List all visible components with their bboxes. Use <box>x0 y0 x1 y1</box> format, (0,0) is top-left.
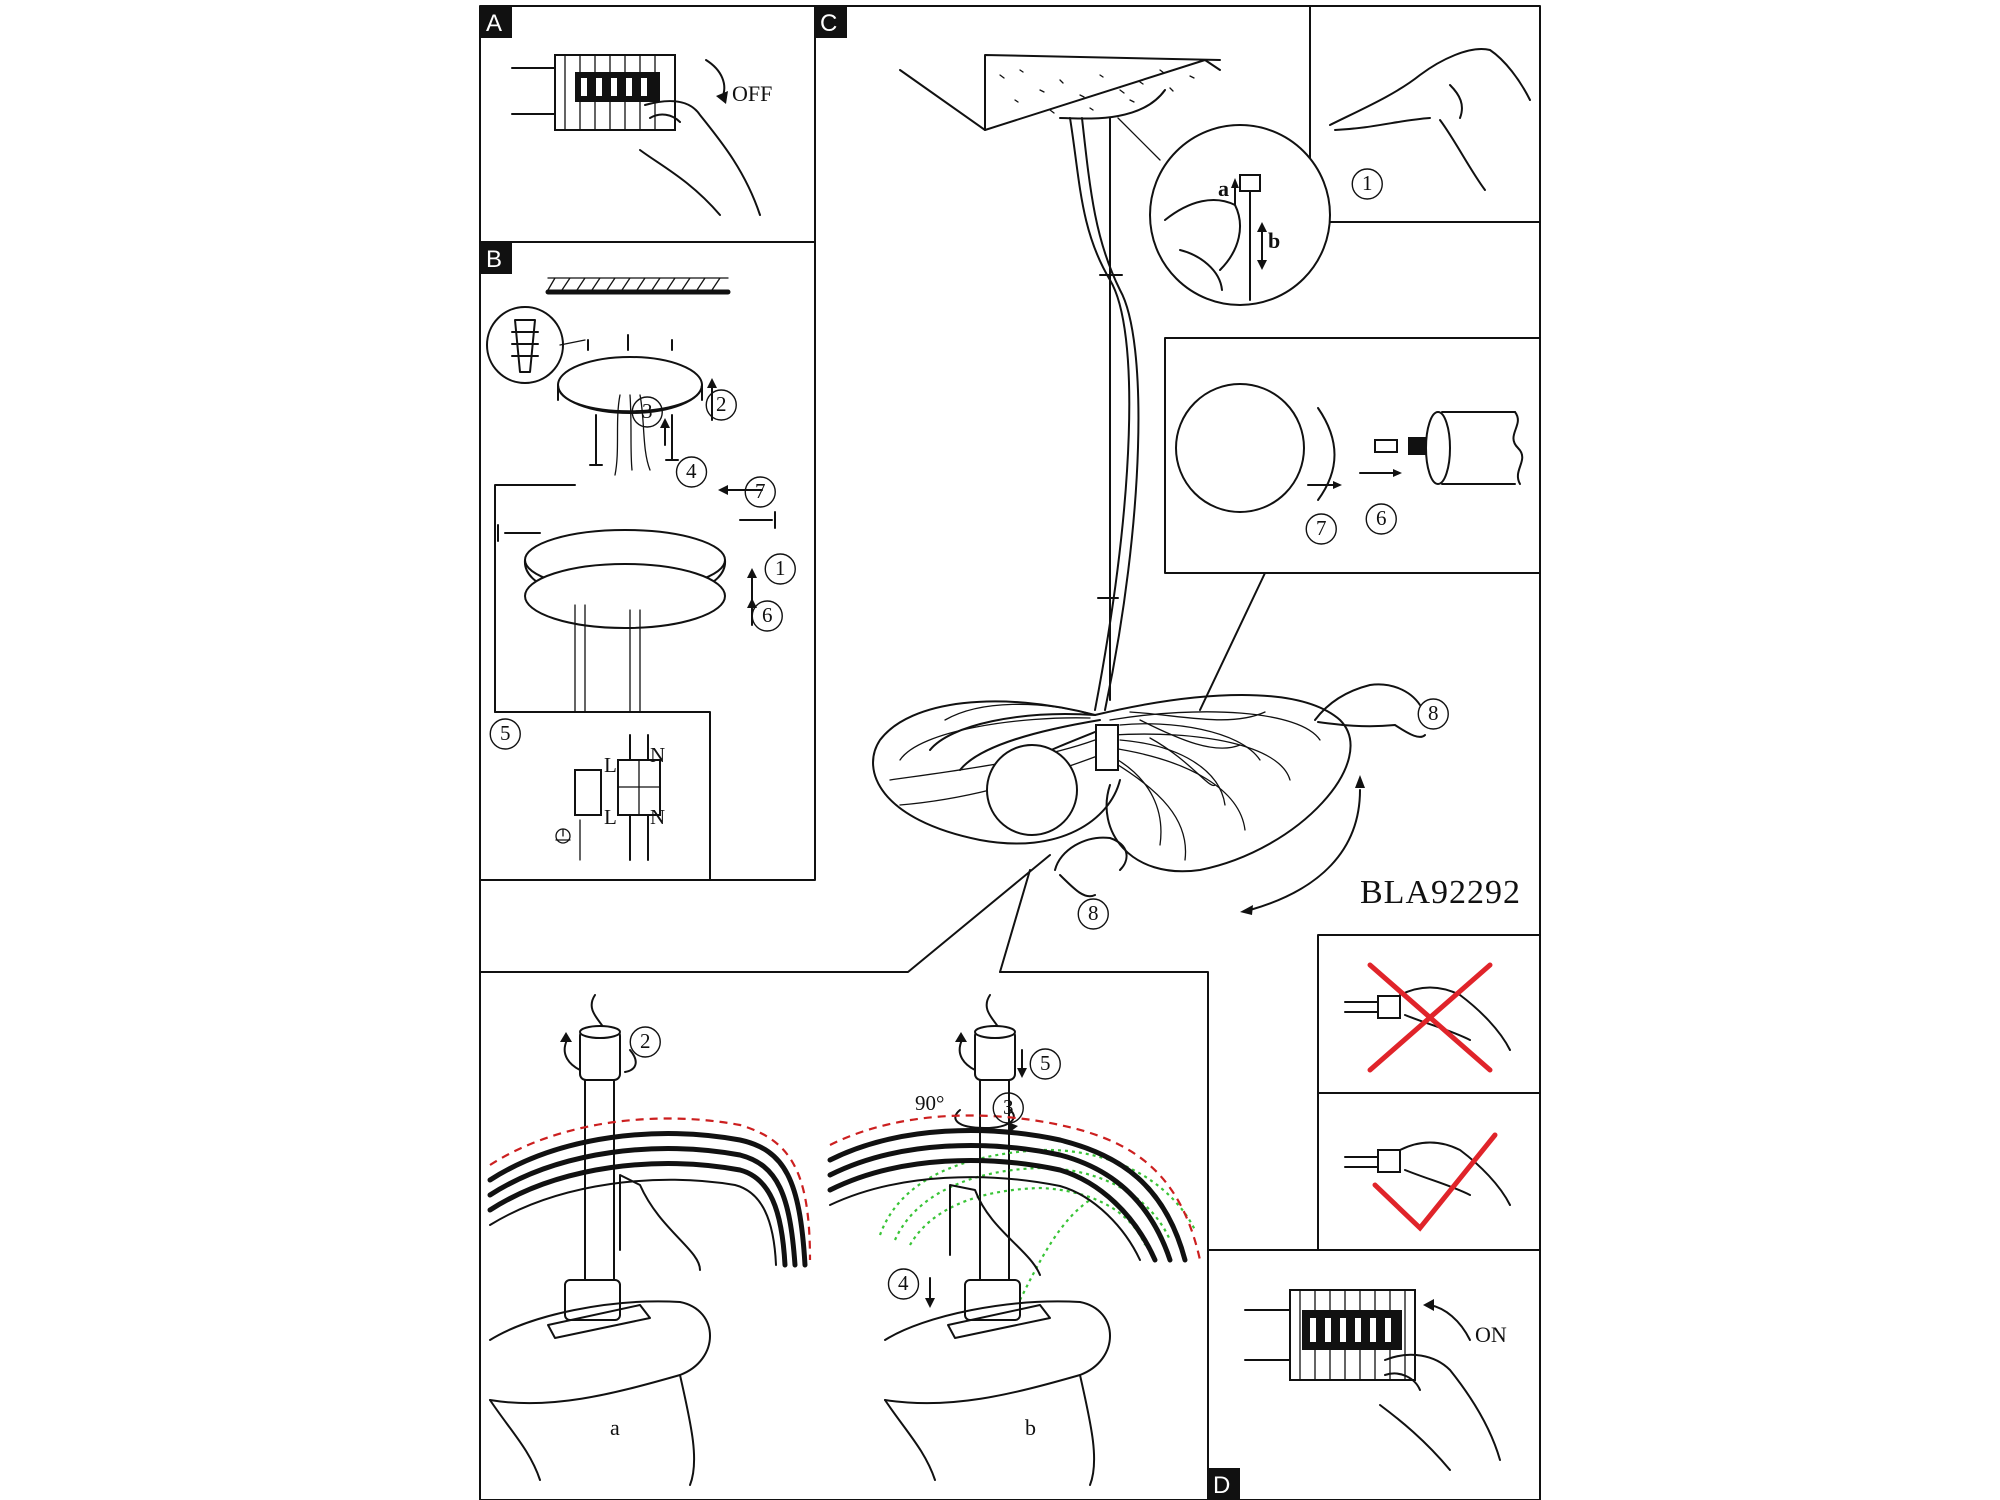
ground-icon <box>555 819 581 861</box>
step-circle <box>1305 513 1337 545</box>
b-step-1: 1 <box>775 556 786 580</box>
c-step-8-bottom: 8 <box>1088 901 1099 925</box>
b-step-4: 4 <box>686 459 697 483</box>
terminal-block-icon <box>574 734 661 861</box>
b-step-7: 7 <box>755 479 766 503</box>
step-circle <box>1365 503 1397 535</box>
cable-a-label: a <box>1218 176 1229 201</box>
model-number: BLA92292 <box>1360 874 1521 911</box>
cable-grip-detail <box>1117 117 1331 306</box>
step-circle <box>631 396 663 428</box>
tag-c: C <box>815 6 847 38</box>
off-label: OFF <box>732 81 772 106</box>
step-circle <box>629 1026 661 1058</box>
step-circle <box>887 1268 920 1300</box>
breaker-icon <box>1244 1289 1416 1381</box>
bottom-step-3: 3 <box>1003 1095 1014 1119</box>
tag-d-text: D <box>1213 1472 1230 1499</box>
step-arrows-b <box>660 378 763 626</box>
step-circle <box>764 553 796 585</box>
step-circle <box>1351 168 1383 200</box>
rotate-arrow-icon <box>1423 1299 1471 1341</box>
c-step-8-top: 8 <box>1428 701 1439 725</box>
suspension-cables <box>1069 117 1140 711</box>
caption-a: a <box>610 1415 620 1440</box>
cross-icon <box>1367 962 1493 1073</box>
ceiling-hatch <box>545 277 731 295</box>
step-circle <box>744 476 776 508</box>
b-step-3: 3 <box>642 399 653 423</box>
bottom-step-4: 4 <box>898 1271 909 1295</box>
c-step-1: 1 <box>1362 171 1373 195</box>
step-circle <box>751 600 783 632</box>
detail-b <box>827 994 1202 1486</box>
panel-borders <box>479 5 1541 1500</box>
step-circle <box>489 718 521 750</box>
detail-a <box>487 994 812 1486</box>
on-label: ON <box>1475 1322 1507 1347</box>
b-step-2: 2 <box>716 392 727 416</box>
right-handling <box>1344 1141 1511 1206</box>
canopy-plate <box>523 529 727 713</box>
step-circle <box>1417 698 1449 730</box>
terminal-n-top: N <box>650 743 665 767</box>
step-circle <box>675 456 708 488</box>
step-circle <box>992 1092 1024 1124</box>
canopy-top <box>557 334 703 476</box>
rotate-arrow-icon <box>1240 775 1365 915</box>
hand-icon <box>1329 48 1531 191</box>
step-circle <box>1077 898 1109 930</box>
tag-a-text: A <box>486 10 502 37</box>
hand-icon <box>1054 683 1426 898</box>
lamp-shade <box>872 694 1352 873</box>
cable-b-label: b <box>1268 228 1280 253</box>
tag-b: B <box>480 242 512 274</box>
bottom-step-5: 5 <box>1040 1051 1051 1075</box>
ceiling-block <box>899 54 1221 131</box>
hand-icon <box>639 100 761 216</box>
terminal-l-top: L <box>604 753 617 777</box>
screw-icon <box>497 414 776 542</box>
b-step-6: 6 <box>762 603 773 627</box>
angle-label: 90° <box>915 1091 944 1115</box>
rotate-arrow-icon <box>705 59 728 104</box>
terminal-l-bottom: L <box>604 805 617 829</box>
terminal-n-bottom: N <box>650 805 665 829</box>
breaker-icon <box>511 54 676 131</box>
b-step-5: 5 <box>500 721 511 745</box>
tag-d: D <box>1208 1468 1240 1500</box>
glass-step-7: 7 <box>1316 516 1327 540</box>
tag-b-text: B <box>486 246 502 273</box>
bottom-step-2: 2 <box>640 1029 651 1053</box>
hand-icon <box>1379 1353 1501 1471</box>
step-circle <box>1029 1048 1061 1080</box>
glass-shade-detail <box>1175 383 1524 513</box>
check-icon <box>1372 1132 1498 1232</box>
tag-c-text: C <box>820 10 837 37</box>
dowel-icon <box>486 306 586 384</box>
tag-a: A <box>480 6 512 38</box>
step-circle <box>705 389 737 421</box>
caption-b: b <box>1025 1415 1036 1440</box>
glass-step-6: 6 <box>1376 506 1387 530</box>
